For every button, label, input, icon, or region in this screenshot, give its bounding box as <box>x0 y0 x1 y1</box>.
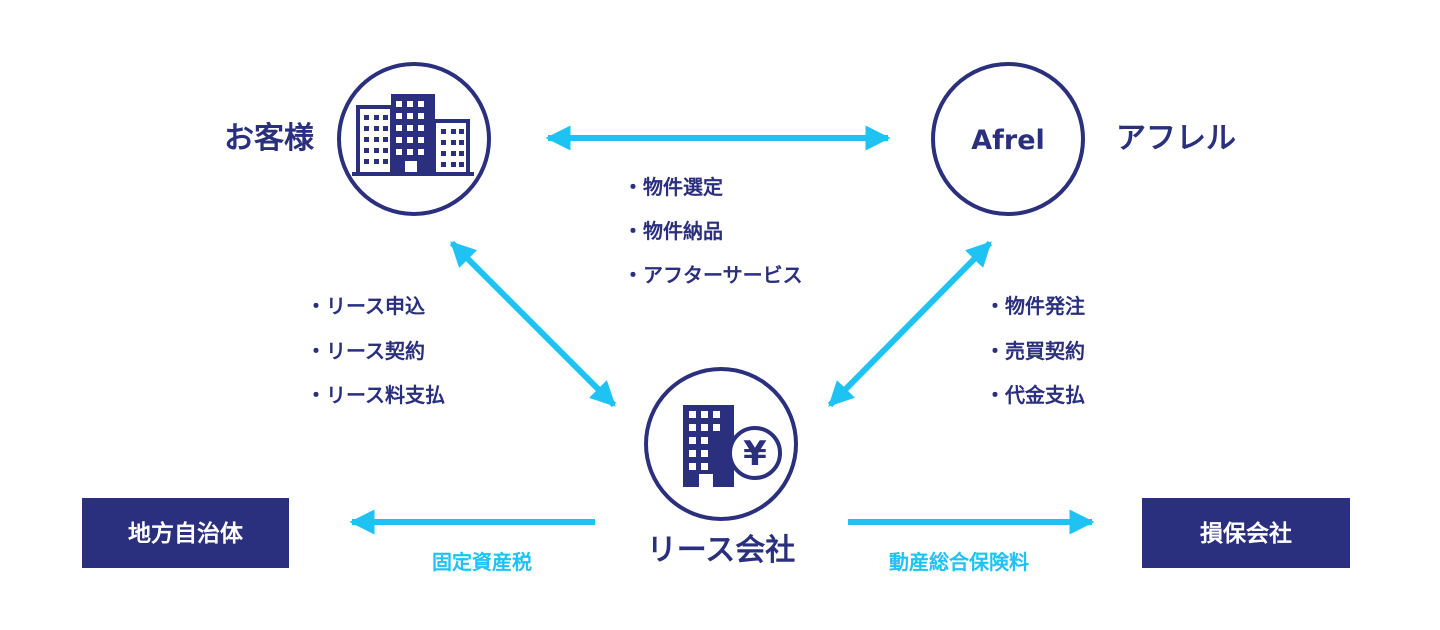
insurance-company-box: 損保会社 <box>1142 498 1350 568</box>
list-item: ・リース申込 <box>306 294 425 318</box>
customer-lease-items: ・リース申込 ・リース契約 ・リース料支払 <box>306 294 445 407</box>
local-government-label: 地方自治体 <box>128 520 244 547</box>
yen-coin-icon <box>728 426 782 480</box>
lease-company-node: ¥ <box>644 367 798 521</box>
local-government-box-bg <box>82 498 289 568</box>
list-item: ・売買契約 <box>985 339 1085 363</box>
customer-label: お客様 <box>224 121 315 156</box>
list-item: ・リース契約 <box>306 339 425 363</box>
list-item: ・物件発注 <box>985 294 1085 318</box>
list-item: ・物件選定 <box>623 175 723 199</box>
customer-afrel-items: ・物件選定 ・物件納品 ・アフターサービス <box>623 175 803 287</box>
afrel-node: Afrel <box>931 62 1085 216</box>
afrel-lease-arrow <box>827 240 993 408</box>
insurance-company-box-bg <box>1142 498 1350 568</box>
list-item: ・代金支払 <box>985 383 1085 407</box>
list-item: ・アフターサービス <box>623 263 803 287</box>
afrel-label: アフレル <box>1116 121 1236 156</box>
afrel-logo: Afrel <box>971 125 1045 156</box>
afrel-circle <box>931 62 1085 216</box>
list-item: ・リース料支払 <box>306 383 445 407</box>
office-buildings-icon <box>352 94 474 176</box>
insurance-company-label: 損保会社 <box>1200 520 1292 547</box>
customer-node <box>337 62 491 216</box>
lease-company-label: リース会社 <box>647 533 796 568</box>
fixed-asset-tax-label: 固定資産税 <box>432 550 532 574</box>
building-yen-icon: ¥ <box>683 405 782 487</box>
afrel-lease-items: ・物件発注 ・売買契約 ・代金支払 <box>985 294 1085 407</box>
list-item: ・物件納品 <box>623 219 723 243</box>
local-government-box: 地方自治体 <box>82 498 289 568</box>
movables-insurance-label: 動産総合保険料 <box>889 550 1029 574</box>
yen-symbol: ¥ <box>743 434 767 474</box>
customer-lease-arrow <box>449 240 617 408</box>
